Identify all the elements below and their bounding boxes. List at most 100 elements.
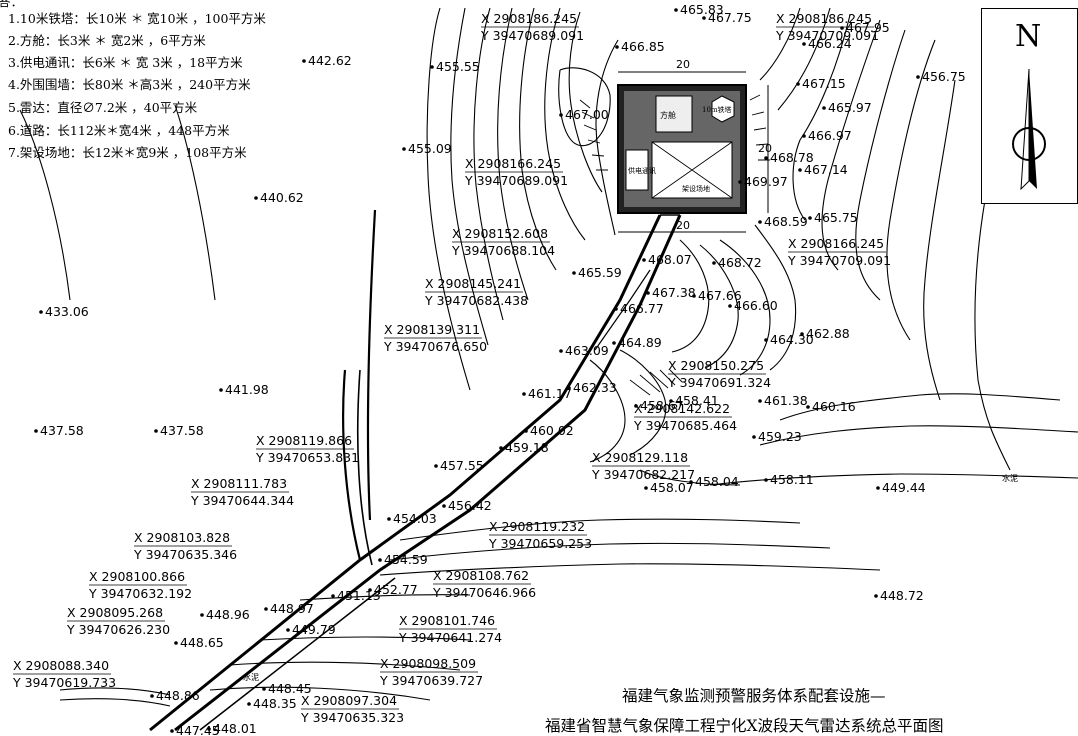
dimension-top: 20 [676,58,690,71]
dimension-bottom: 20 [676,219,690,232]
elevation-dot [612,341,616,345]
coordinate-y: Y 39470688.104 [451,243,555,258]
elevation-value: 454.03 [393,511,437,526]
elevation-value: 467.15 [802,76,846,91]
elevation-dot [262,687,266,691]
coordinate-x: X 2908088.340 [13,658,109,673]
surface-mark: 水泥 [1002,473,1018,483]
elevation-value: 437.58 [160,423,204,438]
elevation-value: 469.97 [744,174,788,189]
elevation-dot [170,729,174,733]
elevation-dot [728,304,732,308]
elevation-value: 468.59 [764,214,808,229]
elevation-dot [764,478,768,482]
elevation-value: 467.75 [708,10,752,25]
elevation-value: 465.83 [680,2,724,17]
elevation-value: 448.86 [156,688,200,703]
elevation-value: 447.45 [176,723,220,736]
elevation-dot [758,220,762,224]
elevation-value: 467.14 [804,162,848,177]
elevation-dot [796,82,800,86]
coordinate-x: X 2908139.311 [384,322,480,337]
elevation-dot [302,59,306,63]
elevation-value: 462.33 [573,380,617,395]
elevation-value: 464.30 [770,332,814,347]
cabin-label: 方舱 [660,110,676,120]
coordinate-y: Y 39470659.253 [488,536,592,551]
coordinate-y: Y 39470709.091 [775,28,879,43]
north-arrow: N [981,8,1078,204]
elevation-value: 448.72 [880,588,924,603]
elevation-dot [646,291,650,295]
elevation-value: 448.97 [270,601,314,616]
coordinate-y: Y 39470635.323 [300,710,404,725]
map-title-line1: 福建气象监测预警服务体系配套设施— [622,687,886,705]
elevation-dot [916,75,920,79]
elevation-dot [758,399,762,403]
elevation-value: 457.55 [440,458,484,473]
elevation-dot [752,435,756,439]
elevation-dot [674,8,678,12]
slope-hatching [579,94,770,396]
elevation-dot [254,196,258,200]
elevation-dot [522,392,526,396]
elevation-dot [802,134,806,138]
map-title-line2: 福建省智慧气象保障工程宁化X波段天气雷达系统总平面图 [545,717,944,735]
coordinate-x: X 2908166.245 [465,156,561,171]
elevation-value: 454.59 [384,552,428,567]
coordinate-x: X 2908166.245 [788,236,884,251]
coordinate-x: X 2908108.762 [433,568,529,583]
elevation-value: 464.89 [618,335,662,350]
legend-item: 7.架设场地：长12米＊宽9米 ，108平方米 [8,145,247,160]
coordinate-x: X 2908152.608 [452,226,548,241]
elevation-dot [567,386,571,390]
dimension-side: 20 [758,142,772,155]
elevation-value: 442.62 [308,53,352,68]
elevation-dot [876,486,880,490]
elevation-value: 448.45 [268,681,312,696]
elevation-dot [559,349,563,353]
elevation-dot [806,405,810,409]
elevation-value: 467.38 [652,285,696,300]
elevation-value: 458.11 [770,472,814,487]
elevation-dot [331,594,335,598]
elevation-dot [644,486,648,490]
coordinate-x: X 2908095.268 [67,605,163,620]
elevation-dot [39,310,43,314]
legend-head: 答： [0,0,24,9]
elevation-value: 465.97 [828,100,872,115]
elevation-dot [368,588,372,592]
elevation-dot [499,446,503,450]
elevation-value: 468.78 [770,150,814,165]
elevation-value: 461.38 [764,393,808,408]
coordinate-y: Y 39470632.192 [88,586,192,601]
elevation-value: 461.17 [528,386,572,401]
elevation-value: 467.95 [846,20,890,35]
coordinate-y: Y 39470641.274 [398,630,502,645]
elevation-dot [434,464,438,468]
radar-site-compound: 方舱 10m铁塔 供电通讯 架设场地 20 20 20 [617,58,772,233]
coordinate-x: X 2908111.783 [191,476,287,491]
elevation-value: 437.58 [40,423,84,438]
coordinate-y: Y 39470682.438 [424,293,528,308]
elevation-dot [559,113,563,117]
elevation-value: 449.79 [292,622,336,637]
elevation-value: 466.24 [808,36,852,51]
elevation-value: 440.62 [260,190,304,205]
elevation-dot [614,307,618,311]
cabin [655,95,693,133]
coordinate-x: X 2908145.241 [425,276,521,291]
elevation-dot [800,332,804,336]
elevation-dot [634,404,638,408]
elevation-value: 462.88 [806,326,850,341]
elevation-dot [378,558,382,562]
elevation-value: 460.02 [530,423,574,438]
elevation-value: 468.07 [648,252,692,267]
elevation-value: 467.66 [698,288,742,303]
elevation-value: 458.07 [650,480,694,495]
elevation-value: 456.42 [448,498,492,513]
elevation-dot [712,261,716,265]
north-arrow-icon [1012,68,1046,191]
